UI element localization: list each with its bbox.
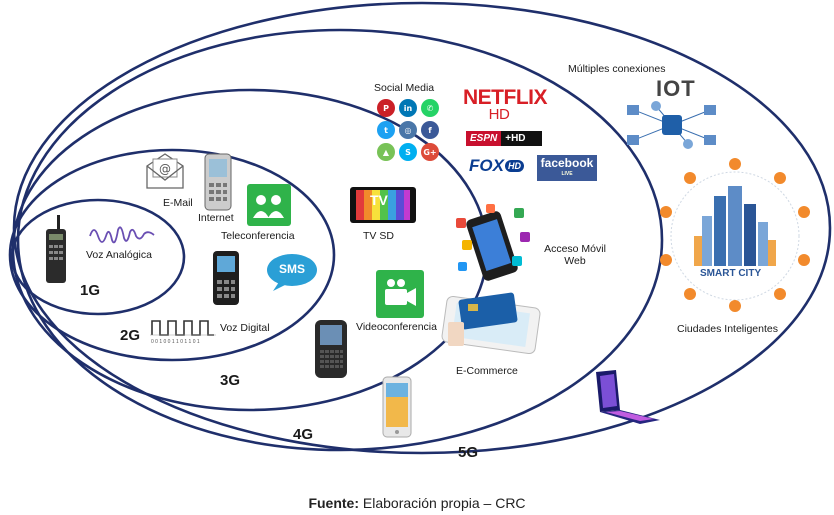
svg-text:✆: ✆ <box>427 104 434 113</box>
fox-text: FOX <box>469 156 504 175</box>
iot-network-icon <box>627 101 716 149</box>
label-ciudades-inteligentes: Ciudades Inteligentes <box>677 323 778 335</box>
foldable-phone-icon <box>596 370 660 424</box>
facebook-icon <box>421 121 439 139</box>
teleconference-icon <box>247 184 291 226</box>
label-tv-sd: TV SD <box>363 230 394 242</box>
email-envelope-icon: @ <box>146 153 184 189</box>
caption-text: Elaboración propia – CRC <box>359 495 526 511</box>
fox-hd-text: HD <box>504 160 524 172</box>
brick-phone-icon <box>46 215 66 283</box>
netflix-text: NETFLIX <box>463 86 548 109</box>
label-3g: 3G <box>220 372 241 389</box>
digital-bits: 0 0 1 0 0 1 1 0 1 1 0 1 <box>151 339 200 345</box>
svg-text:P: P <box>383 104 389 113</box>
sms-bubble-icon: SMS <box>265 252 319 291</box>
candybar-phone-icon <box>213 251 239 305</box>
fox-hd-logo: FOX HD <box>469 155 527 177</box>
credit-card-tablet-icon <box>441 292 541 354</box>
iot-label: IOT <box>656 76 696 101</box>
tv-icon-label: TV <box>370 192 388 208</box>
label-1g: 1G <box>80 282 101 299</box>
twitter-icon <box>377 121 395 139</box>
label-email: E-Mail <box>163 197 193 209</box>
label-acceso-movil-web: Acceso Móvil Web <box>540 243 610 267</box>
smart-city-icon <box>660 158 810 312</box>
label-voz-digital: Voz Digital <box>220 322 270 334</box>
svg-text:in: in <box>404 104 413 113</box>
label-web: Web <box>564 255 586 268</box>
label-2g: 2G <box>120 327 141 344</box>
label-social-media: Social Media <box>374 82 435 94</box>
skype-icon <box>399 143 417 161</box>
svg-text:f: f <box>428 126 432 135</box>
whatsapp-icon <box>421 99 439 117</box>
source-caption: Fuente: Elaboración propia – CRC <box>0 495 834 511</box>
svg-text:S: S <box>405 148 411 157</box>
ring-1g <box>10 198 186 316</box>
label-multiples-conexiones: Múltiples conexiones <box>568 63 666 75</box>
svg-text:▲: ▲ <box>383 148 390 157</box>
linkedin-icon <box>399 99 417 117</box>
facebook-live-logo: facebook LIVE <box>537 155 597 181</box>
label-acceso-movil: Acceso Móvil <box>544 243 606 255</box>
pinterest-icon <box>377 99 395 117</box>
blackberry-icon <box>315 320 347 378</box>
espn-logo: ESPN +HD <box>466 131 542 146</box>
instagram-icon <box>399 121 417 139</box>
tv-icon <box>350 187 416 223</box>
svg-text:@: @ <box>159 162 171 176</box>
svg-text:G+: G+ <box>423 148 436 157</box>
espn-hd-text: +HD <box>505 133 526 144</box>
analog-wave-icon <box>89 226 155 244</box>
label-videoconferencia: Videoconferencia <box>356 321 437 333</box>
caption-prefix: Fuente: <box>308 495 360 511</box>
digital-signal-icon <box>150 320 216 336</box>
smart-city-label: SMART CITY <box>700 268 762 279</box>
svg-text:t: t <box>384 126 388 135</box>
netflix-logo: NETFLIX HD <box>463 87 548 123</box>
netflix-hd-text: HD <box>488 106 510 123</box>
label-5g: 5G <box>458 444 479 461</box>
android-icon <box>377 143 395 161</box>
ring-4g <box>16 28 664 452</box>
label-teleconferencia: Teleconferencia <box>221 230 295 242</box>
facebook-live-text: LIVE <box>561 171 573 177</box>
googleplus-icon <box>421 143 439 161</box>
smartphone-icon <box>382 376 412 438</box>
app-cloud-phone-icon <box>456 204 530 281</box>
label-voz-analogica: Voz Analógica <box>86 249 152 261</box>
feature-phone-icon <box>204 153 232 211</box>
ring-2g <box>8 148 336 362</box>
label-4g: 4G <box>293 426 314 443</box>
sms-label: SMS <box>278 262 305 276</box>
svg-text:◎: ◎ <box>405 126 412 135</box>
label-internet: Internet <box>198 212 234 224</box>
video-camera-icon <box>376 270 424 318</box>
espn-text: ESPN <box>466 131 502 146</box>
facebook-text: facebook <box>540 156 594 170</box>
label-ecommerce: E-Commerce <box>456 365 518 377</box>
